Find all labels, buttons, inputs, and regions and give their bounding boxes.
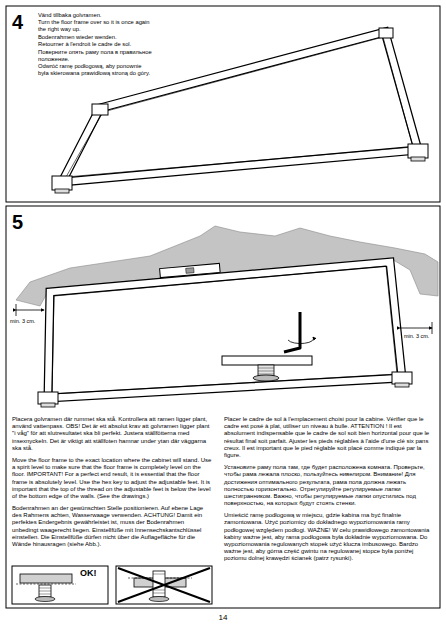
page-number: 14: [215, 613, 231, 623]
step-number: 4: [12, 10, 23, 34]
dimension-label: min. 3 cm.: [10, 318, 35, 325]
step-instruction: Vänd tillbaka golvramen.: [38, 12, 152, 19]
instruction-paragraph: Bodenrahmen an der gewünschten Stelle po…: [12, 505, 212, 548]
correct-example: [12, 566, 108, 604]
floor-frame: [38, 262, 412, 407]
step-instruction: Поверните опять раму пола в правильное п…: [38, 49, 152, 63]
step-number: 5: [12, 210, 23, 234]
instruction-paragraph: Placer le cadre de sol à l'emplacement c…: [224, 416, 434, 459]
adjustable-foot: [222, 356, 312, 381]
dimension-label: min. 3 cm.: [404, 333, 429, 340]
instruction-paragraph: Umieścić ramę podłogową w miejscu, gdzie…: [224, 512, 434, 562]
wrong-example: [116, 566, 212, 604]
hex-key: [284, 312, 314, 352]
dimension-mark: [16, 304, 432, 334]
spirit-level: [160, 263, 221, 277]
instruction-paragraph: Move the floor frame to the exact locati…: [12, 457, 212, 500]
instruction-paragraph: Placera golvramen där rummet ska stå. Ko…: [12, 416, 212, 452]
instruction-paragraph: Установите раму пола там, где будет расп…: [224, 464, 434, 507]
step-instruction: Retourner à l'endroit le cadre de sol.: [38, 41, 152, 48]
step-panel: [6, 206, 440, 608]
step-instruction: Bodenrahmen wieder wenden.: [38, 34, 152, 41]
step-panel: [6, 6, 440, 202]
step-instruction: Turn the floor frame over so it is once …: [38, 19, 152, 33]
step-instruction: Odwróć ramę podłogową, aby ponownie była…: [38, 63, 152, 77]
ok-mark: OK!: [80, 568, 97, 579]
